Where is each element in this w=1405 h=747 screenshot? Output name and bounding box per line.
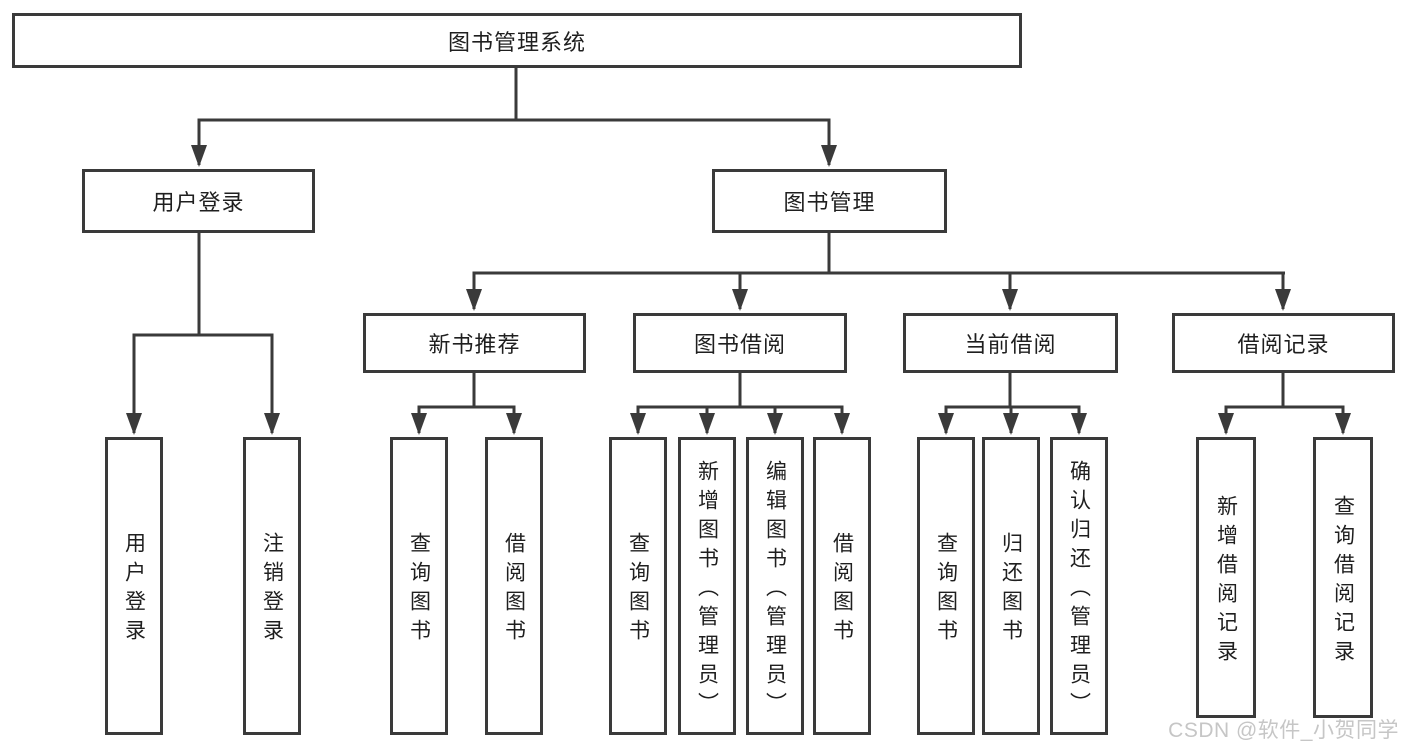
connector-user-login-children	[126, 233, 280, 435]
leaf-return-books: 归还图书	[982, 437, 1040, 735]
leaf-borrow-query-books-label: 查询图书	[626, 532, 650, 648]
leaf-borrow-query-books: 查询图书	[609, 437, 667, 735]
leaf-confirm-return-admin-label: 确认归还（管理员）	[1067, 459, 1091, 721]
node-book-borrow-label: 图书借阅	[693, 332, 786, 357]
connector-borrow-record-children	[1218, 373, 1351, 435]
node-book-management-branch-label: 图书管理	[783, 190, 876, 215]
node-borrow-records: 借阅记录	[1172, 313, 1395, 373]
node-current-borrow: 当前借阅	[903, 313, 1118, 373]
leaf-current-query-books: 查询图书	[917, 437, 975, 735]
node-borrow-records-label: 借阅记录	[1237, 332, 1330, 357]
leaf-add-books-admin-label: 新增图书（管理员）	[695, 459, 719, 721]
leaf-logout: 注销登录	[243, 437, 301, 735]
node-library-system-label: 图书管理系统	[447, 29, 586, 55]
connector-new-book-children	[411, 373, 522, 435]
leaf-return-books-label: 归还图书	[999, 532, 1023, 648]
leaf-edit-books-admin: 编辑图书（管理员）	[746, 437, 804, 735]
leaf-edit-books-admin-label: 编辑图书（管理员）	[763, 459, 787, 721]
connector-root-to-level2	[191, 68, 837, 167]
node-user-login-branch-label: 用户登录	[152, 190, 245, 215]
leaf-recommend-query-books-label: 查询图书	[407, 532, 431, 648]
node-book-management-branch: 图书管理	[712, 169, 947, 233]
leaf-recommend-query-books: 查询图书	[390, 437, 448, 735]
node-library-system: 图书管理系统	[12, 13, 1022, 68]
leaf-user-login: 用户登录	[105, 437, 163, 735]
leaf-borrow-books-label: 借阅图书	[830, 532, 854, 648]
connector-book-management-children	[466, 233, 1291, 311]
connector-current-borrow-children	[938, 373, 1087, 435]
node-book-borrow: 图书借阅	[633, 313, 847, 373]
node-user-login-branch: 用户登录	[82, 169, 315, 233]
csdn-watermark: CSDN @软件_小贺同学	[1168, 719, 1399, 742]
node-new-book-recommend-label: 新书推荐	[428, 332, 521, 357]
leaf-borrow-books: 借阅图书	[813, 437, 871, 735]
leaf-add-borrow-record: 新增借阅记录	[1196, 437, 1256, 718]
leaf-user-login-label: 用户登录	[122, 532, 146, 648]
leaf-confirm-return-admin: 确认归还（管理员）	[1050, 437, 1108, 735]
leaf-recommend-borrow-books: 借阅图书	[485, 437, 543, 735]
node-new-book-recommend: 新书推荐	[363, 313, 586, 373]
leaf-logout-label: 注销登录	[260, 532, 284, 648]
connector-book-borrow-children	[630, 373, 850, 435]
leaf-query-borrow-record-label: 查询借阅记录	[1331, 494, 1355, 669]
leaf-query-borrow-record: 查询借阅记录	[1313, 437, 1373, 718]
leaf-add-borrow-record-label: 新增借阅记录	[1214, 494, 1238, 669]
leaf-add-books-admin: 新增图书（管理员）	[678, 437, 736, 735]
leaf-recommend-borrow-books-label: 借阅图书	[502, 532, 526, 648]
node-current-borrow-label: 当前借阅	[964, 332, 1057, 357]
leaf-current-query-books-label: 查询图书	[934, 532, 958, 648]
